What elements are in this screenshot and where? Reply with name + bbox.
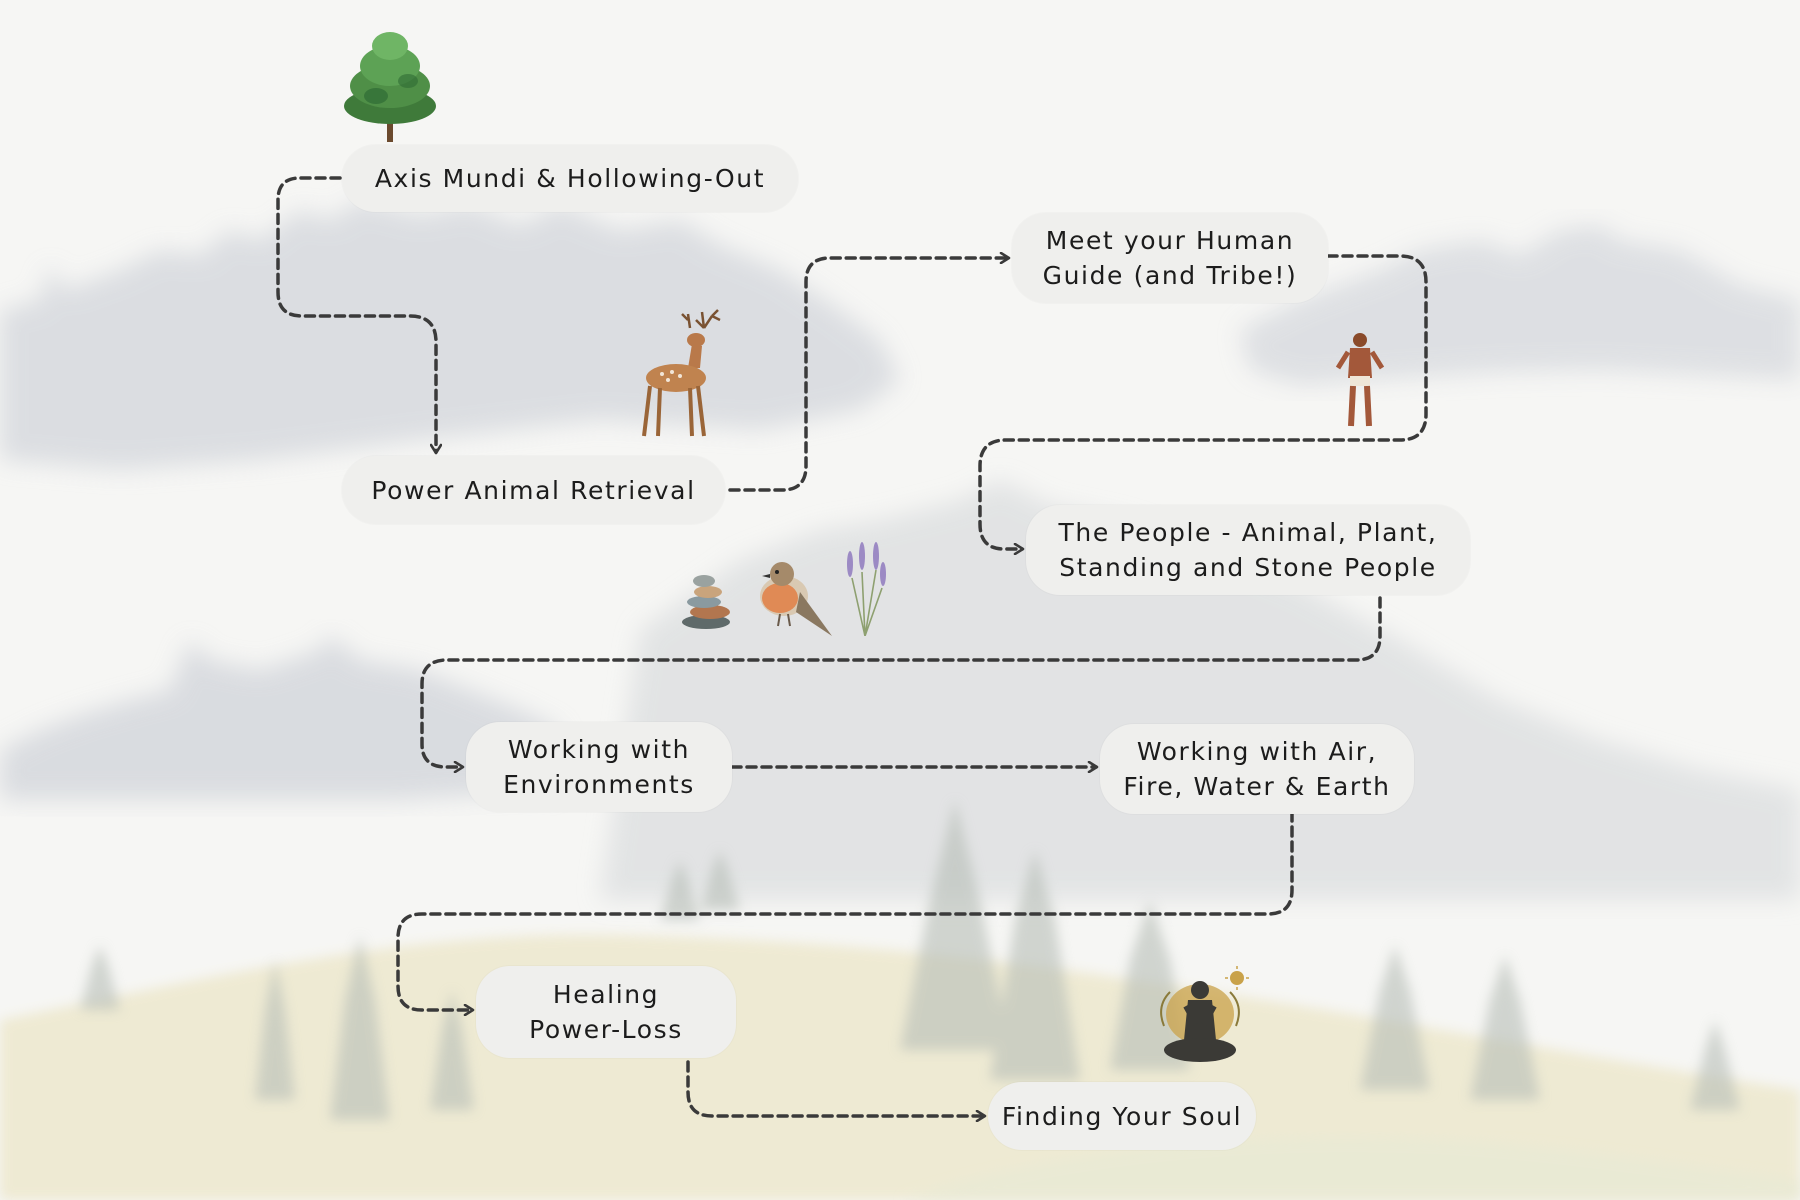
- lavender-icon: [847, 542, 886, 636]
- step-finding-your-soul: Finding Your Soul: [988, 1082, 1256, 1150]
- step-power-animal-retrieval-label: Power Animal Retrieval: [371, 475, 696, 505]
- step-meet-human-guide-label: Meet your Human Guide (and Tribe!): [1042, 226, 1298, 290]
- connector-healing-to-soul: [686, 1060, 984, 1116]
- step-axis-mundi: Axis Mundi & Hollowing-Out: [342, 145, 798, 212]
- connector-axis-to-animal: [276, 176, 436, 452]
- step-healing-power-loss: Healing Power-Loss: [476, 966, 736, 1058]
- robin-icon: [760, 562, 832, 636]
- step-healing-power-loss-label: Healing Power-Loss: [529, 980, 683, 1044]
- step-the-people-label: The People - Animal, Plant, Standing and…: [1058, 518, 1438, 582]
- step-meet-human-guide: Meet your Human Guide (and Tribe!): [1012, 213, 1328, 303]
- step-finding-your-soul-label: Finding Your Soul: [1001, 1101, 1243, 1131]
- step-working-with-elements: Working with Air, Fire, Water & Earth: [1100, 724, 1414, 814]
- connector-people-to-environments: [420, 596, 1382, 767]
- step-the-people: The People - Animal, Plant, Standing and…: [1026, 505, 1470, 595]
- connector-guide-to-people: [978, 254, 1428, 549]
- step-power-animal-retrieval: Power Animal Retrieval: [342, 456, 725, 524]
- meditation-icon: [1160, 966, 1249, 1062]
- step-axis-mundi-label: Axis Mundi & Hollowing-Out: [374, 164, 766, 193]
- connector-animal-to-guide: [728, 258, 1008, 492]
- deer-icon: [642, 309, 721, 437]
- human-guide-icon: [1335, 333, 1385, 427]
- step-working-with-environments: Working with Environments: [466, 722, 732, 812]
- tree-icon: [344, 32, 436, 142]
- stones-icon: [682, 575, 730, 629]
- connector-elements-to-healing: [396, 810, 1294, 1010]
- step-working-with-environments-label: Working with Environments: [503, 735, 695, 799]
- step-working-with-elements-label: Working with Air, Fire, Water & Earth: [1123, 737, 1391, 801]
